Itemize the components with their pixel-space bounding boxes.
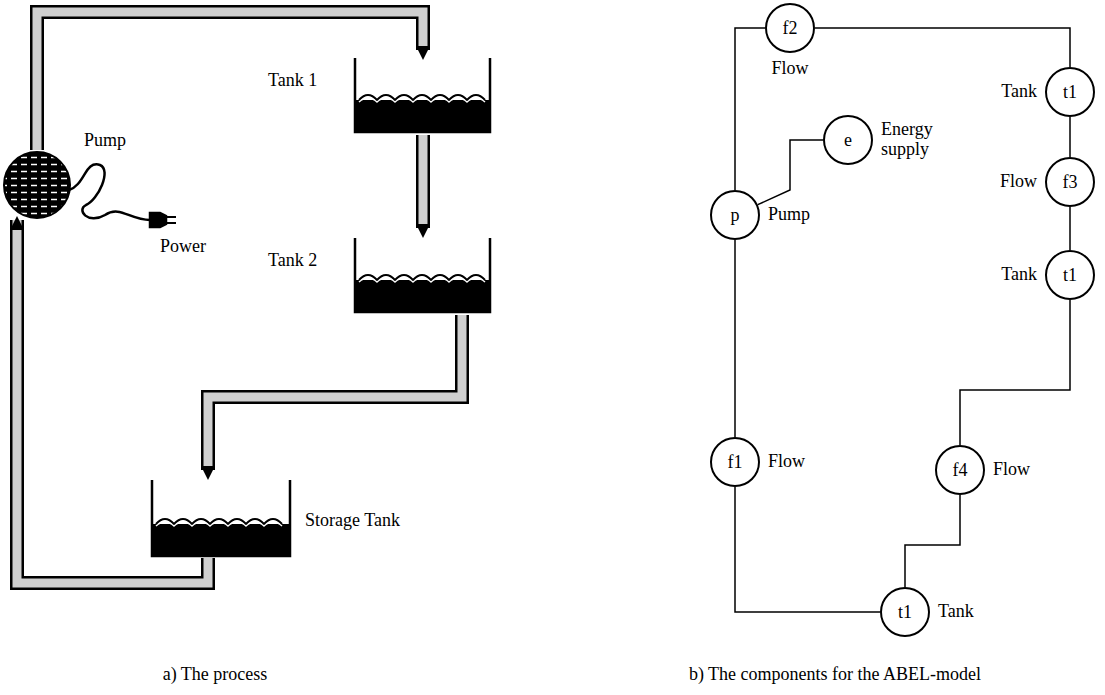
circle-outline: t1 <box>1045 67 1095 117</box>
component-type-label: Flow <box>768 452 805 472</box>
figure-caption: a) The process <box>163 664 268 685</box>
component-symbol: f4 <box>953 460 968 481</box>
component-type-label: Tank <box>1001 82 1037 102</box>
component-type-label: Tank <box>1001 265 1037 285</box>
component-circle: f3Flow <box>1045 157 1095 207</box>
connector-line <box>1069 207 1071 250</box>
component-circle: f4Flow <box>935 445 985 495</box>
circle-outline: f4 <box>935 445 985 495</box>
component-circle: f1Flow <box>710 437 760 487</box>
circle-outline: f2 <box>765 3 815 53</box>
figure-caption: b) The components for the ABEL-model <box>689 664 981 685</box>
circle-outline: p <box>710 190 760 240</box>
component-type-label: Flow <box>1000 172 1037 192</box>
component-type-label: Energy supply <box>881 120 947 160</box>
component-circle: t1Tank <box>880 587 930 637</box>
circle-outline: t1 <box>1045 250 1095 300</box>
component-symbol: f1 <box>728 452 743 473</box>
component-symbol: t1 <box>1063 265 1077 286</box>
part-label: Tank 2 <box>268 250 317 271</box>
component-symbol: t1 <box>898 602 912 623</box>
part-label: Storage Tank <box>305 510 400 531</box>
component-circle: t1Tank <box>1045 67 1095 117</box>
connector-line <box>735 28 765 190</box>
part-label: Tank 1 <box>268 70 317 91</box>
connector-line <box>905 495 960 587</box>
part-label: Pump <box>84 130 126 151</box>
connector-line <box>758 140 823 205</box>
power-plug <box>69 164 176 227</box>
component-symbol: f3 <box>1063 172 1078 193</box>
connector-line <box>960 300 1070 445</box>
component-circle: f2Flow <box>765 3 815 53</box>
circle-outline: t1 <box>880 587 930 637</box>
component-circle: t1Tank <box>1045 250 1095 300</box>
circle-outline: f3 <box>1045 157 1095 207</box>
pump-symbol <box>4 152 70 218</box>
component-type-label: Tank <box>938 602 974 622</box>
component-symbol: e <box>844 130 852 151</box>
component-type-label: Flow <box>771 59 808 79</box>
circle-outline: e <box>823 115 873 165</box>
tank-symbol <box>152 58 490 556</box>
connector-line <box>1069 117 1071 157</box>
component-circle: eEnergy supply <box>823 115 873 165</box>
component-type-label: Flow <box>993 460 1030 480</box>
component-symbol: t1 <box>1063 82 1077 103</box>
connector-line <box>815 28 1070 67</box>
part-label: Power <box>160 236 206 257</box>
connector-line <box>735 487 880 612</box>
component-circle: pPump <box>710 190 760 240</box>
connector-line <box>734 240 736 437</box>
component-symbol: f2 <box>783 18 798 39</box>
component-symbol: p <box>731 205 740 226</box>
component-type-label: Pump <box>768 205 810 225</box>
circle-outline: f1 <box>710 437 760 487</box>
